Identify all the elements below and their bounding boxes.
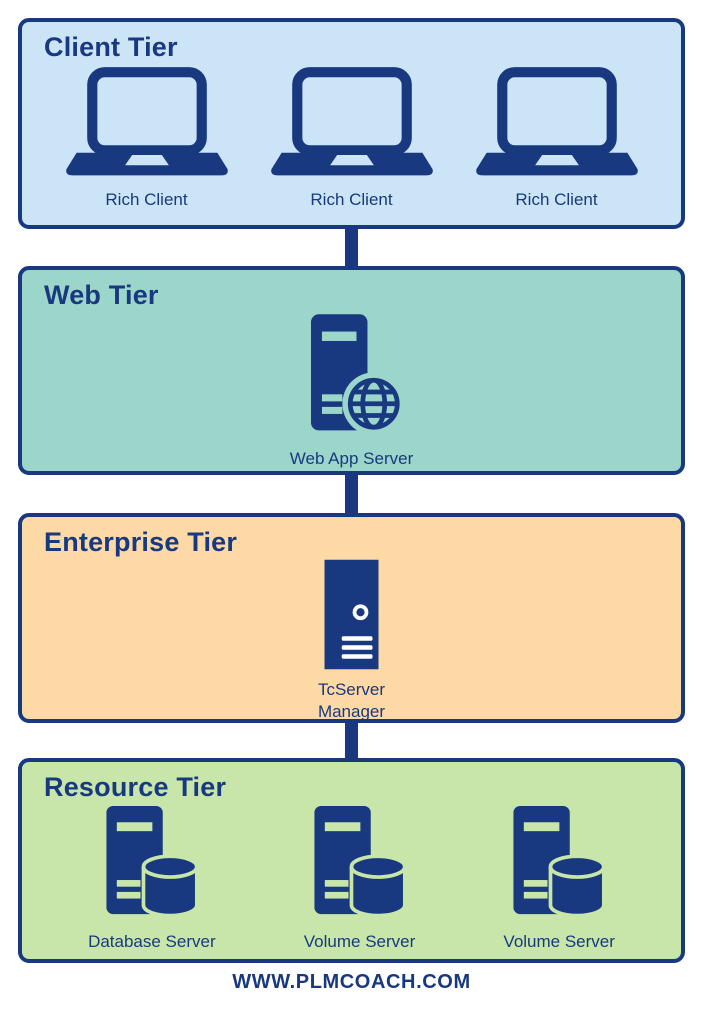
node-label: Web App Server — [289, 449, 414, 469]
laptop-icon — [65, 67, 228, 176]
node-label: Rich Client — [310, 189, 393, 209]
node-label: Volume Server — [303, 932, 416, 952]
node-label: TcServer Manager — [317, 680, 386, 722]
connector-web-enterprise — [345, 465, 358, 525]
connector-enterprise-resource — [345, 712, 358, 768]
database-server-icon — [106, 806, 199, 918]
node-label: Rich Client — [515, 189, 598, 209]
tier-web: Web Tier Web App Server — [18, 266, 685, 475]
node-volume-server-1: Volume Server — [303, 803, 416, 953]
node-rich-client-1: Rich Client — [61, 65, 233, 211]
tier-enterprise-title: Enterprise Tier — [44, 527, 238, 557]
node-volume-server-2: Volume Server — [503, 803, 615, 953]
tcserver-manager-icon — [324, 559, 379, 670]
tier-client-title: Client Tier — [44, 32, 178, 62]
tier-client-items: Rich Client Rich Client Rich Client — [44, 63, 659, 217]
node-rich-client-3: Rich Client — [471, 65, 643, 211]
volume-server-icon — [513, 806, 606, 918]
node-tcserver-manager: TcServer Manager — [305, 558, 399, 723]
tier-client: Client Tier Rich Client Rich Client — [18, 18, 685, 229]
node-web-app-server: Web App Server — [290, 311, 413, 470]
node-label: Volume Server — [503, 932, 615, 952]
volume-server-icon — [313, 806, 407, 918]
tier-resource-items: Database Server Volume Server — [44, 803, 659, 959]
node-rich-client-2: Rich Client — [266, 65, 438, 211]
connector-client-web — [345, 220, 358, 276]
tier-enterprise: Enterprise Tier TcServer Manager — [18, 513, 685, 723]
tier-web-title: Web Tier — [44, 280, 159, 310]
laptop-icon — [270, 67, 433, 176]
footer-website: WWW.PLMCOACH.COM — [232, 971, 471, 993]
tier-resource-title: Resource Tier — [44, 772, 227, 802]
node-database-server: Database Server — [88, 803, 216, 953]
node-label: Rich Client — [105, 189, 188, 209]
tier-enterprise-items: TcServer Manager — [44, 558, 659, 729]
node-label: Database Server — [88, 932, 216, 952]
laptop-icon — [475, 67, 638, 176]
web-app-server-icon — [311, 314, 403, 436]
tier-web-items: Web App Server — [44, 311, 659, 476]
tier-resource: Resource Tier Database Server — [18, 758, 685, 963]
